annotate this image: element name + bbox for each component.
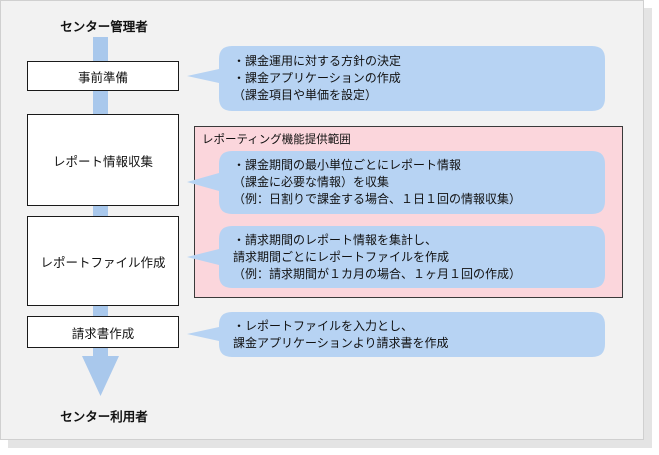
bubble-1-line-2: ・課金アプリケーションの作成 <box>233 71 401 85</box>
bubble-1-shape <box>187 46 605 111</box>
bubble-3-line-1: ・請求期間のレポート情報を集計し、 <box>233 233 438 247</box>
bubble-2-text: ・課金期間の最小単位ごとにレポート情報 （課金に必要な情報）を収集 （例：日割り… <box>233 157 521 208</box>
bubble-3-line-3: （例：請求期間が１カ月の場合、１ヶ月１回の作成） <box>233 267 522 281</box>
bubble-3-line-2: 請求期間ごとにレポートファイルを作成 <box>233 250 450 264</box>
stage-preparation: 事前準備 <box>27 61 179 91</box>
stage-preparation-label: 事前準備 <box>77 69 128 85</box>
role-bottom: センター利用者 <box>60 409 148 424</box>
bubble-3-text: ・請求期間のレポート情報を集計し、 請求期間ごとにレポートファイルを作成 （例：… <box>233 232 521 283</box>
bubble-3-shape <box>187 226 605 288</box>
bubble-4-shape <box>187 312 605 357</box>
bubble-2-line-3: （例：日割りで課金する場合、１日１回の情報収集） <box>233 192 522 206</box>
scope-label: レポーティング機能提供範囲 <box>202 132 351 146</box>
stage-report-file-creation: レポートファイル作成 <box>27 216 179 306</box>
bubble-2-shape <box>187 151 605 214</box>
stage-report-collection-label: レポート情報収集 <box>52 153 153 169</box>
bubble-4-text: ・レポートファイルを入力とし、 課金アプリケーションより請求書を作成 <box>233 318 449 352</box>
bubble-1-line-3: （課金項目や単価を設定） <box>233 88 378 102</box>
stage-report-file-creation-label: レポートファイル作成 <box>40 254 166 270</box>
diagram-panel: センター管理者 センター利用者 事前準備 レポート情報収集 レポートファイル作成… <box>0 0 644 440</box>
bubble-2-line-2: （課金に必要な情報）を収集 <box>233 175 390 189</box>
stage-invoice-creation: 請求書作成 <box>27 316 179 348</box>
bubble-2-line-1: ・課金期間の最小単位ごとにレポート情報 <box>233 158 462 172</box>
bubble-4-line-2: 課金アプリケーションより請求書を作成 <box>233 336 449 350</box>
bubble-1-text: ・課金運用に対する方針の決定 ・課金アプリケーションの作成 （課金項目や単価を設… <box>233 53 401 104</box>
stage-report-collection: レポート情報収集 <box>27 114 179 206</box>
bubble-1-line-1: ・課金運用に対する方針の決定 <box>233 54 402 68</box>
callout-bubbles <box>187 46 605 357</box>
stage-invoice-creation-label: 請求書作成 <box>71 325 135 341</box>
role-top: センター管理者 <box>60 19 148 34</box>
bubble-4-line-1: ・レポートファイルを入力とし、 <box>233 319 414 333</box>
